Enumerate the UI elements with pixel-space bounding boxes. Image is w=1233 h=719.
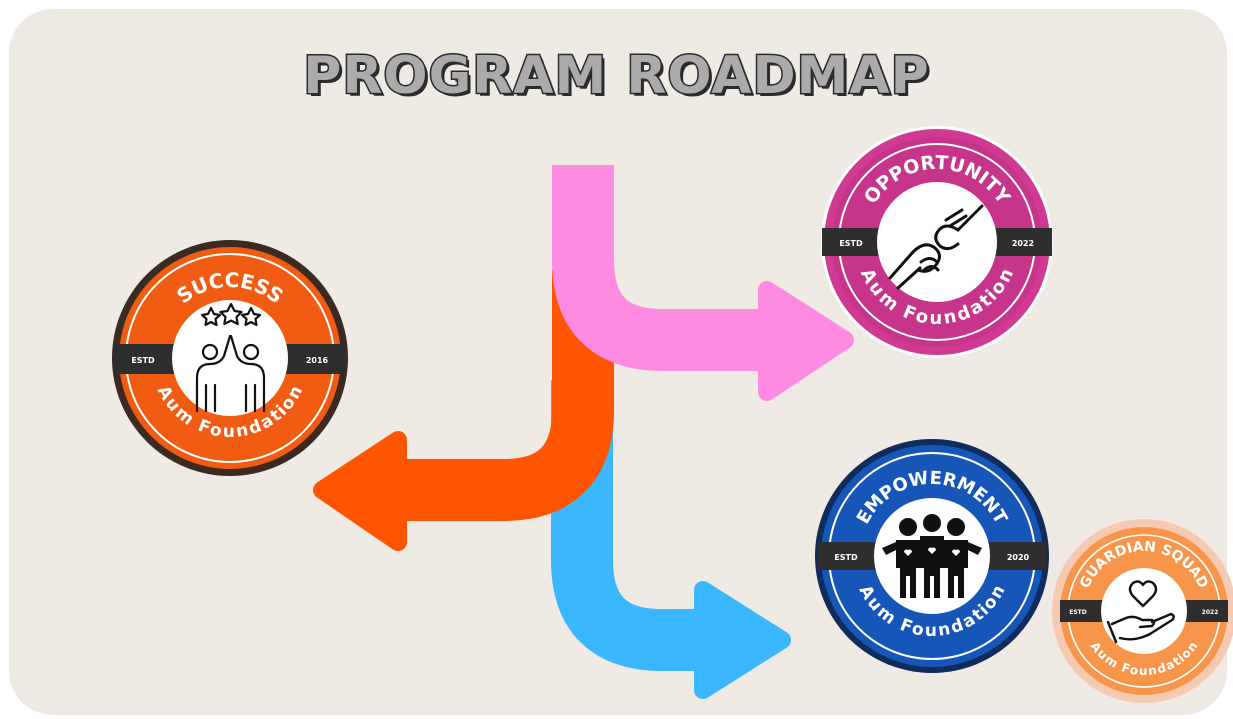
success-badge-estd: ESTD <box>131 356 155 365</box>
success-badge: SUCCESS Aum Foundation ESTD 2016 <box>112 240 348 476</box>
blue-arrow-to-empowerment <box>551 380 791 699</box>
opportunity-badge-year: 2022 <box>1012 239 1034 248</box>
opportunity-badge: OPPORTUNITY Aum Foundation ESTD 2022 <box>821 126 1053 358</box>
guardian-squad-badge-year: 2022 <box>1202 609 1219 616</box>
empowerment-badge-estd: ESTD <box>834 553 858 562</box>
opportunity-badge-estd: ESTD <box>839 239 863 248</box>
empowerment-badge: EMPOWERMENT Aum Foundation ESTD 2020 <box>815 439 1049 673</box>
helping-hands-icon <box>888 204 984 290</box>
success-badge-year: 2016 <box>306 356 329 365</box>
pink-arrow-to-opportunity <box>552 165 854 401</box>
group-of-people-icon <box>882 514 982 598</box>
heart-in-hand-icon <box>1106 580 1175 644</box>
guardian-squad-badge: GUARDIAN SQUAD Aum Foundation ESTD 2022 <box>1052 519 1233 703</box>
empowerment-badge-year: 2020 <box>1007 553 1030 562</box>
high-five-stars-icon <box>195 302 266 413</box>
orange-arrow-to-success <box>313 270 614 551</box>
guardian-squad-badge-estd: ESTD <box>1069 609 1087 616</box>
page-title: PROGRAM ROADMAP <box>302 45 931 108</box>
